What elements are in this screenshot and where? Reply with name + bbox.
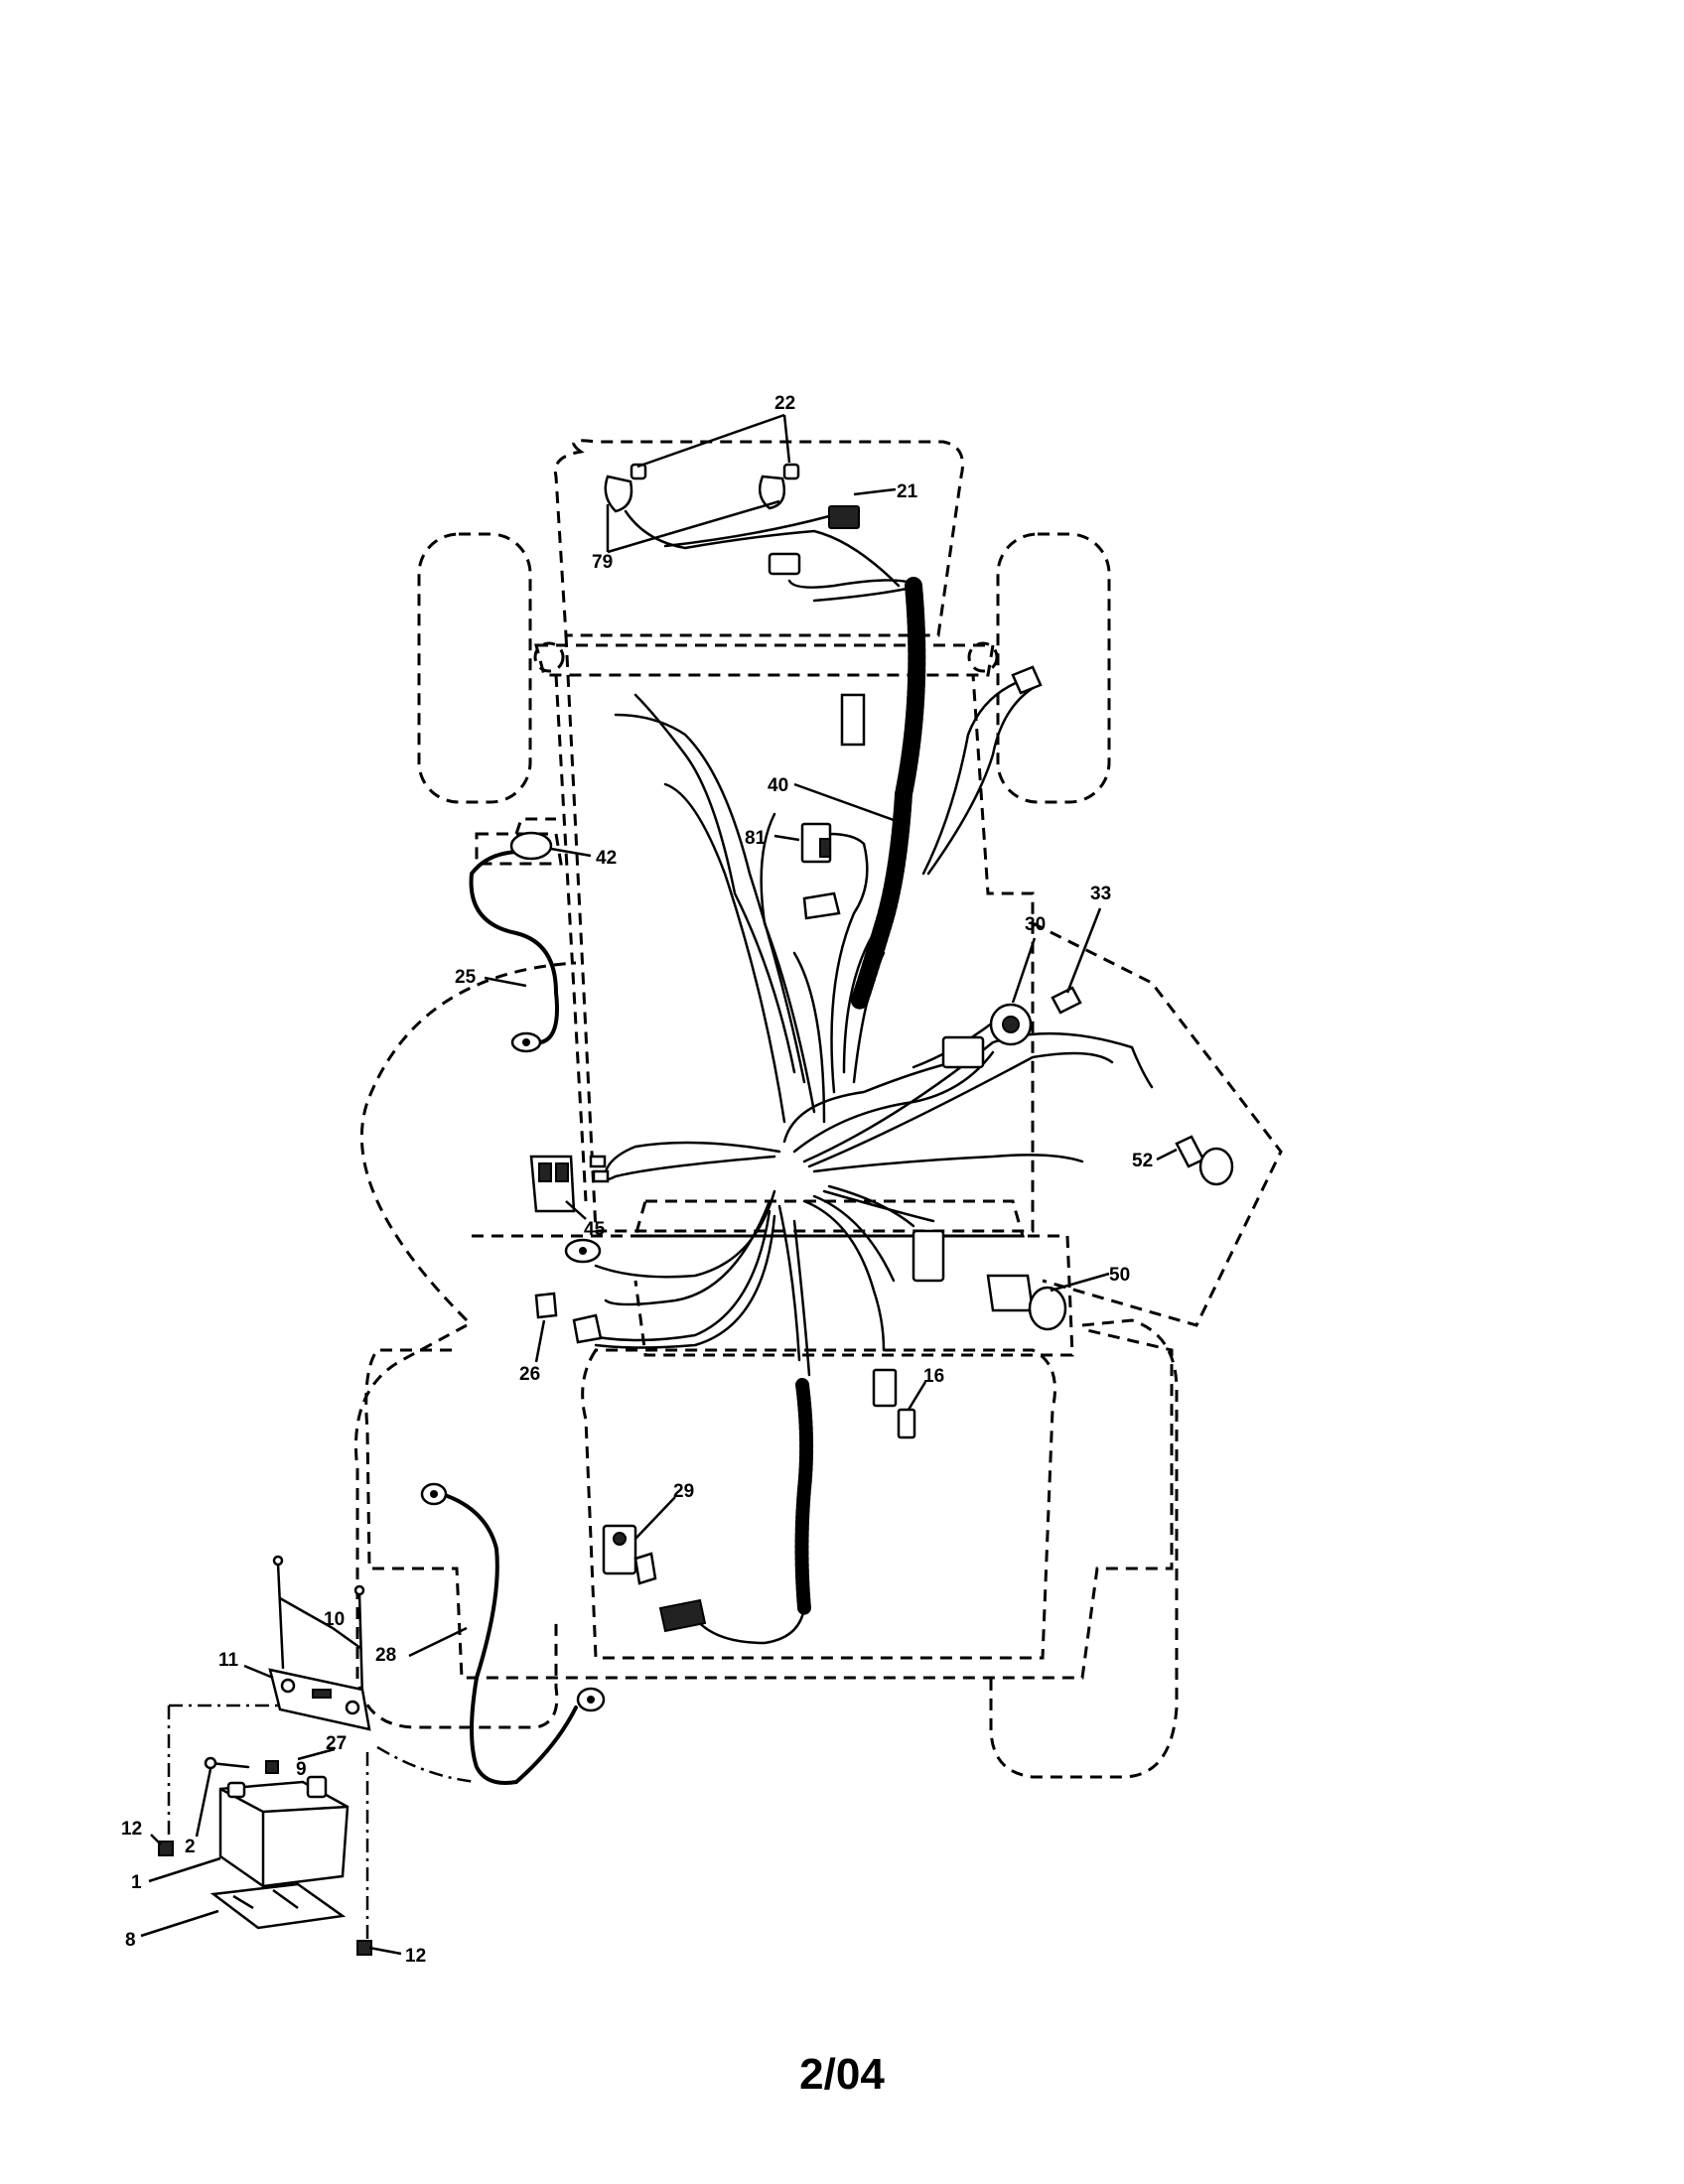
callout-9: 9: [296, 1759, 307, 1780]
callout-81: 81: [745, 828, 767, 849]
callout-2: 2: [185, 1837, 196, 1857]
callout-28: 28: [375, 1645, 396, 1666]
wiring-harness: [584, 509, 1154, 1645]
callout-10: 10: [324, 1609, 345, 1630]
callout-25: 25: [455, 967, 477, 988]
callout-40: 40: [768, 775, 788, 796]
battery-assembly: [158, 1555, 372, 1956]
callout-29: 29: [673, 1481, 694, 1502]
callout-79: 79: [592, 552, 613, 573]
leader-lines: [140, 413, 1178, 1956]
components: [529, 463, 1234, 1633]
callout-27: 27: [326, 1733, 347, 1754]
switch-45: [529, 1155, 576, 1213]
callout-33: 33: [1090, 884, 1111, 904]
callout-30: 30: [1025, 914, 1046, 935]
callout-21: 21: [897, 481, 918, 502]
battery-mount-lines: [167, 1704, 478, 1941]
cable-25-42: [469, 831, 559, 1053]
callout-50: 50: [1109, 1265, 1130, 1286]
headlight-right: [758, 463, 800, 510]
callout-45: 45: [584, 1219, 606, 1240]
switch-29: [602, 1524, 657, 1585]
revision-date-code: 2/04: [799, 2050, 885, 2099]
callout-12-right: 12: [405, 1946, 426, 1967]
callout-42: 42: [596, 848, 617, 869]
cable-28: [420, 1482, 606, 1785]
callout-16: 16: [923, 1366, 944, 1387]
callouts: 22 21 79 40 81 42 33 30 25 52 45 50 26 1…: [121, 393, 1153, 1967]
tractor-outline: [353, 439, 1283, 1779]
headlight-left: [604, 463, 647, 513]
callout-22: 22: [774, 393, 795, 414]
callout-26: 26: [519, 1364, 540, 1385]
callout-8: 8: [125, 1930, 136, 1951]
callout-11: 11: [218, 1650, 239, 1671]
callout-12-left: 12: [121, 1819, 142, 1840]
callout-1: 1: [131, 1872, 142, 1893]
callout-52: 52: [1132, 1151, 1153, 1171]
switch-50: [986, 1274, 1067, 1331]
